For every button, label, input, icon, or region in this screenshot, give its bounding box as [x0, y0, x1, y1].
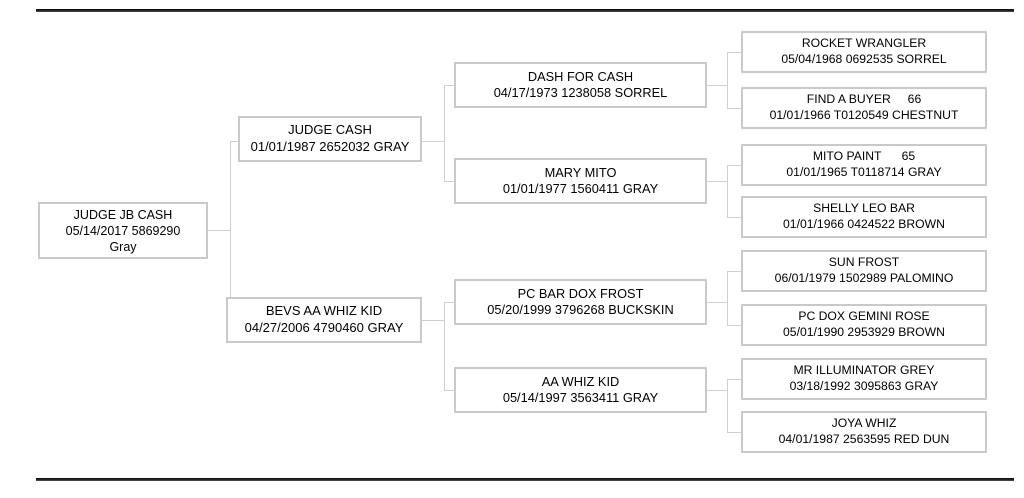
- pedigree-node-sss[interactable]: ROCKET WRANGLER 05/04/1968 0692535 SORRE…: [741, 31, 987, 73]
- connector-root-vertical: [230, 141, 231, 320]
- pedigree-node-sds[interactable]: MITO PAINT 65 01/01/1965 T0118714 GRAY: [741, 144, 987, 186]
- connector-ds-vertical: [727, 271, 728, 325]
- node-detail: 05/14/1997 3563411 GRAY: [502, 390, 659, 405]
- connector-dd-stub: [707, 390, 727, 391]
- node-name: SUN FROST: [828, 255, 900, 270]
- node-detail: 06/01/1979 1502989 PALOMINO: [774, 271, 954, 285]
- node-detail: 05/20/1999 3796268 BUCKSKIN: [487, 302, 674, 317]
- pedigree-node-root[interactable]: JUDGE JB CASH 05/14/2017 5869290 Gray: [38, 202, 208, 259]
- node-detail: 05/01/1990 2953929 BROWN: [783, 325, 945, 339]
- pedigree-node-dsd[interactable]: PC DOX GEMINI ROSE 05/01/1990 2953929 BR…: [741, 304, 987, 346]
- node-detail: 01/01/1966 T0120549 CHESTNUT: [769, 108, 959, 122]
- node-name: PC BAR DOX FROST: [517, 285, 644, 301]
- node-name: BEVS AA WHIZ KID: [265, 303, 383, 319]
- top-divider-rule: [36, 9, 1014, 12]
- node-name: JUDGE JB CASH: [73, 207, 173, 222]
- connector-sire-to-ss: [444, 85, 454, 86]
- pedigree-node-ssd[interactable]: FIND A BUYER 66 01/01/1966 T0120549 CHES…: [741, 87, 987, 129]
- connector-root-stub: [208, 230, 230, 231]
- connector-ss-to-sss: [727, 52, 741, 53]
- pedigree-node-sd[interactable]: MARY MITO 01/01/1977 1560411 GRAY: [454, 158, 707, 204]
- node-name: AA WHIZ KID: [541, 373, 620, 389]
- connector-sire-to-sd: [444, 181, 454, 182]
- pedigree-node-dss[interactable]: SUN FROST 06/01/1979 1502989 PALOMINO: [741, 250, 987, 292]
- node-name: JOYA WHIZ: [831, 416, 897, 431]
- connector-dd-to-dds: [727, 379, 741, 380]
- node-name: ROCKET WRANGLER: [801, 36, 927, 51]
- connector-ss-vertical: [727, 52, 728, 108]
- connector-root-to-sire: [230, 141, 238, 142]
- node-detail: 01/01/1977 1560411 GRAY: [502, 181, 659, 196]
- connector-dam-vertical: [444, 302, 445, 390]
- pedigree-node-dds[interactable]: MR ILLUMINATOR GREY 03/18/1992 3095863 G…: [741, 358, 987, 400]
- connector-sire-stub: [422, 141, 444, 142]
- pedigree-node-ds[interactable]: PC BAR DOX FROST 05/20/1999 3796268 BUCK…: [454, 279, 707, 325]
- connector-dam-stub: [422, 320, 444, 321]
- pedigree-node-ss[interactable]: DASH FOR CASH 04/17/1973 1238058 SORREL: [454, 62, 707, 108]
- pedigree-node-sire[interactable]: JUDGE CASH 01/01/1987 2652032 GRAY: [238, 116, 422, 162]
- bottom-divider-rule: [36, 478, 1014, 481]
- connector-dam-to-dd: [444, 390, 454, 391]
- node-extra: Gray: [109, 239, 137, 254]
- connector-dd-vertical: [727, 379, 728, 432]
- node-detail: 01/01/1965 T0118714 GRAY: [786, 165, 942, 179]
- node-detail: 05/14/2017 5869290: [65, 223, 181, 238]
- node-name: SHELLY LEO BAR: [813, 201, 915, 216]
- node-detail: 04/27/2006 4790460 GRAY: [244, 320, 404, 335]
- node-detail: 04/17/1973 1238058 SORREL: [493, 85, 668, 100]
- connector-ss-to-ssd: [727, 108, 741, 109]
- node-name: PC DOX GEMINI ROSE: [798, 309, 930, 324]
- node-detail: 03/18/1992 3095863 GRAY: [789, 379, 939, 393]
- pedigree-node-ddd[interactable]: JOYA WHIZ 04/01/1987 2563595 RED DUN: [741, 411, 987, 453]
- connector-sd-to-sds: [727, 165, 741, 166]
- connector-ds-to-dsd: [727, 325, 741, 326]
- pedigree-node-dam[interactable]: BEVS AA WHIZ KID 04/27/2006 4790460 GRAY: [226, 297, 422, 343]
- connector-dd-to-ddd: [727, 432, 741, 433]
- pedigree-node-dd[interactable]: AA WHIZ KID 05/14/1997 3563411 GRAY: [454, 367, 707, 413]
- node-name: MITO PAINT 65: [812, 149, 916, 164]
- connector-sd-stub: [707, 181, 727, 182]
- node-detail: 01/01/1966 0424522 BROWN: [783, 217, 945, 231]
- connector-ds-stub: [707, 302, 727, 303]
- node-name: JUDGE CASH: [288, 122, 372, 138]
- connector-dam-to-ds: [444, 302, 454, 303]
- node-name: FIND A BUYER 66: [806, 92, 922, 107]
- connector-ss-stub: [707, 85, 727, 86]
- node-name: MARY MITO: [544, 164, 617, 180]
- connector-ds-to-dss: [727, 271, 741, 272]
- node-name: DASH FOR CASH: [527, 68, 634, 84]
- pedigree-node-sdd[interactable]: SHELLY LEO BAR 01/01/1966 0424522 BROWN: [741, 196, 987, 238]
- node-name: MR ILLUMINATOR GREY: [793, 363, 935, 378]
- connector-sd-to-sdd: [727, 217, 741, 218]
- node-detail: 01/01/1987 2652032 GRAY: [250, 139, 410, 154]
- node-detail: 05/04/1968 0692535 SORREL: [781, 52, 947, 66]
- connector-sire-vertical: [444, 85, 445, 181]
- node-detail: 04/01/1987 2563595 RED DUN: [778, 432, 950, 446]
- connector-sd-vertical: [727, 165, 728, 217]
